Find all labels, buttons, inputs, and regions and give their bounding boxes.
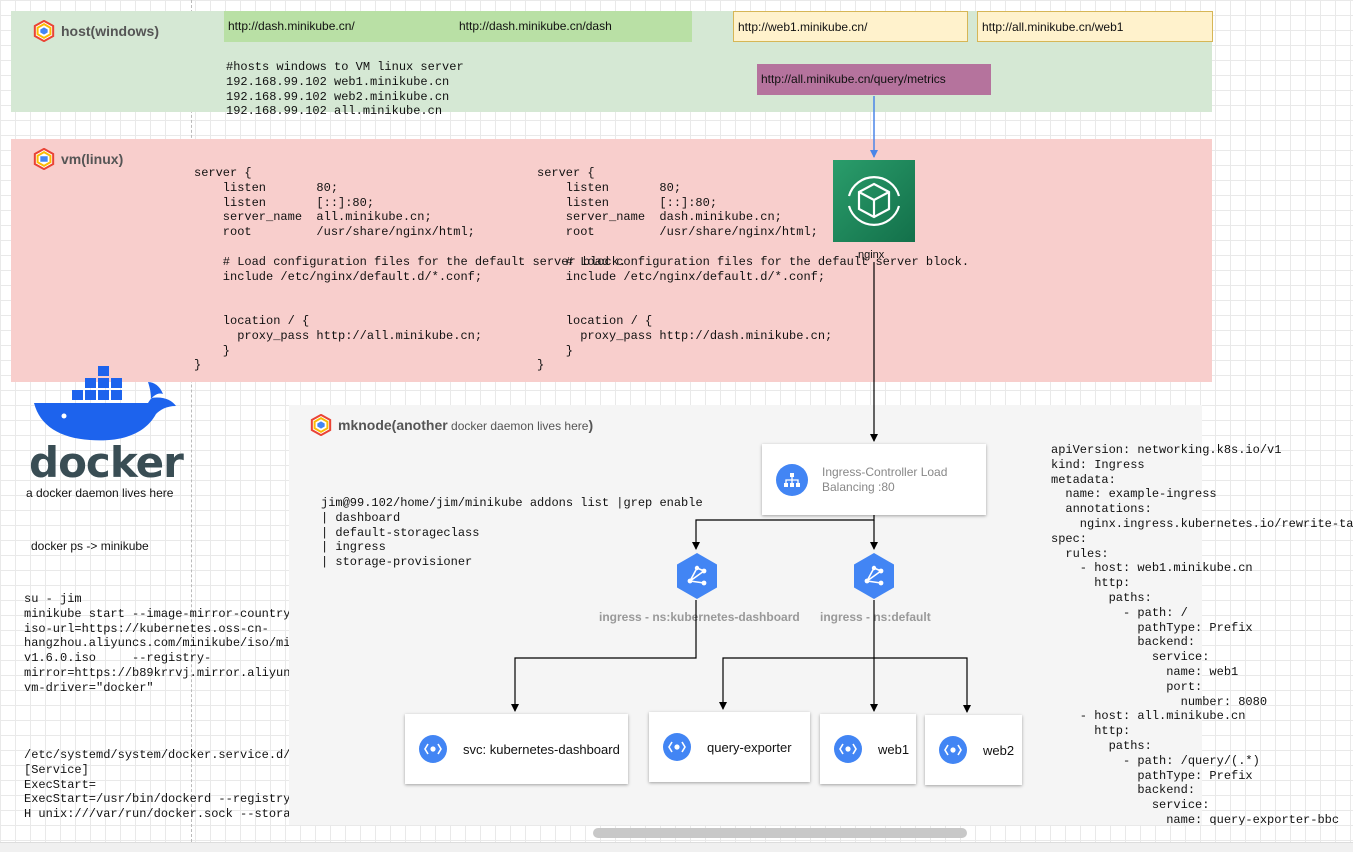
url-box-dash[interactable]: http://dash.minikube.cn/ http://dash.min… (224, 11, 692, 42)
url-box-web1[interactable]: http://web1.minikube.cn/ (733, 11, 968, 42)
ingress-controller-node[interactable]: Ingress-Controller Load Balancing :80 (762, 444, 986, 515)
service-icon (834, 735, 862, 763)
ingress-dashboard-icon[interactable] (673, 552, 721, 600)
svc-query-exporter-node[interactable]: query-exporter (649, 712, 810, 782)
url-box-all-web1[interactable]: http://all.minikube.cn/web1 (977, 11, 1213, 42)
docker-caption: a docker daemon lives here (26, 486, 174, 500)
gcp-logo-icon (33, 20, 55, 42)
svc-web1-label: web1 (878, 741, 910, 757)
mknode-title-normal: docker daemon lives here (447, 419, 589, 433)
vm-zone[interactable] (11, 139, 1212, 382)
svc-kubernetes-dashboard-label: svc: kubernetes-dashboard (463, 741, 620, 757)
nginx-node[interactable] (833, 160, 915, 242)
load-balancing-icon (776, 463, 808, 496)
horizontal-scrollbar[interactable] (593, 828, 967, 838)
svc-web2-node[interactable]: web2 (925, 715, 1022, 785)
nginx-server-all-config: server { listen 80; listen [::]:80; serv… (194, 166, 627, 373)
vm-zone-title: vm(linux) (33, 148, 123, 170)
ingress-yaml-text: apiVersion: networking.k8s.io/v1 kind: I… (1051, 443, 1353, 825)
nginx-server-dash-config: server { listen 80; listen [::]:80; serv… (537, 166, 970, 373)
url-metrics: http://all.minikube.cn/query/metrics (761, 72, 946, 86)
host-zone-title: host(windows) (33, 20, 159, 42)
docker-wordmark: docker (29, 438, 184, 487)
docker-whale-icon (34, 366, 176, 441)
compute-engine-icon (33, 148, 55, 170)
url-box-metrics[interactable]: http://all.minikube.cn/query/metrics (757, 64, 991, 95)
service-icon (663, 733, 691, 761)
guide-line (191, 0, 192, 842)
mknode-zone-title: mknode(another docker daemon lives here) (310, 414, 593, 436)
host-zone-label: host(windows) (61, 23, 159, 39)
svc-query-exporter-label: query-exporter (707, 739, 792, 755)
mknode-title-bold: mknode(another (338, 417, 448, 433)
vm-zone-label: vm(linux) (61, 151, 124, 167)
addons-list-text: jim@99.102/home/jim/minikube addons list… (321, 496, 703, 570)
svc-web1-node[interactable]: web1 (820, 714, 916, 784)
docker-ps-command: docker ps -> minikube (31, 539, 149, 553)
url-all-web1: http://all.minikube.cn/web1 (982, 20, 1124, 34)
ingress-default-icon[interactable] (850, 552, 898, 600)
url-dash-path: http://dash.minikube.cn/dash (459, 19, 612, 33)
service-icon (939, 736, 967, 764)
gcp-logo-icon (310, 414, 332, 436)
hosts-file-text: #hosts windows to VM linux server 192.16… (226, 60, 464, 119)
svc-kubernetes-dashboard-node[interactable]: svc: kubernetes-dashboard (405, 714, 628, 784)
svc-web2-label: web2 (983, 742, 1015, 758)
nginx-label: nginx (858, 249, 885, 261)
url-web1: http://web1.minikube.cn/ (738, 20, 868, 34)
url-dash-root: http://dash.minikube.cn/ (228, 19, 355, 33)
mknode-title-end: ) (588, 417, 594, 433)
ingress-default-label: ingress - ns:default (820, 610, 931, 624)
ingress-dashboard-label: ingress - ns:kubernetes-dashboard (599, 610, 800, 624)
bottom-page-bar (0, 842, 1353, 852)
ingress-controller-label: Ingress-Controller Load Balancing :80 (822, 464, 948, 494)
service-icon (419, 735, 447, 763)
nginx-cube-icon (847, 176, 901, 226)
